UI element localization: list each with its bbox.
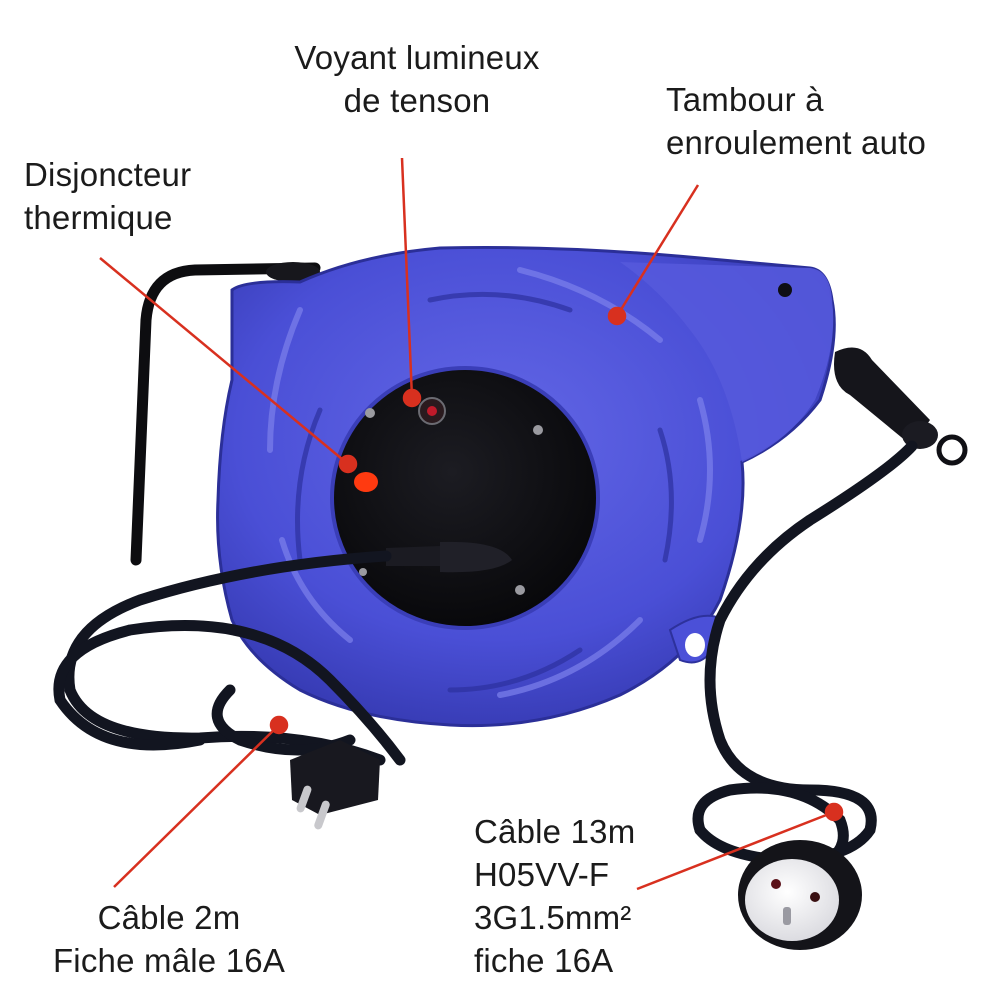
label-line: de tenson <box>343 82 491 119</box>
callout-lines <box>99 157 844 891</box>
label-line: Voyant lumineux <box>294 39 540 76</box>
female-socket-16a <box>738 840 862 950</box>
thermal-breaker-button <box>354 472 378 492</box>
label-line: Fiche mâle 16A <box>52 942 286 979</box>
label-line: fiche 16A <box>474 942 614 979</box>
label-thermal-breaker: Disjoncteur thermique <box>24 153 191 239</box>
label-voltage-indicator: Voyant lumineux de tenson <box>272 36 562 122</box>
label-long-cable: Câble 13m H05VV-F 3G1.5mm² fiche 16A <box>474 810 635 982</box>
label-short-cable: Câble 2m Fiche mâle 16A <box>24 896 314 982</box>
label-line: Disjoncteur <box>24 156 192 193</box>
reel-hub <box>330 366 600 630</box>
male-plug-16a <box>290 740 380 830</box>
label-line: Tambour à <box>666 81 824 118</box>
label-line: Câble 13m <box>474 813 636 850</box>
label-auto-rewind-drum: Tambour à enroulement auto <box>666 78 926 164</box>
label-line: thermique <box>24 199 173 236</box>
label-line: Câble 2m <box>97 899 241 936</box>
reel-body <box>216 245 836 728</box>
label-line: enroulement auto <box>666 124 927 161</box>
label-line: H05VV-F <box>474 856 610 893</box>
label-line: 3G1.5mm² <box>474 899 632 936</box>
wall-bracket <box>130 262 321 566</box>
cable-outlet-boot <box>834 347 968 466</box>
